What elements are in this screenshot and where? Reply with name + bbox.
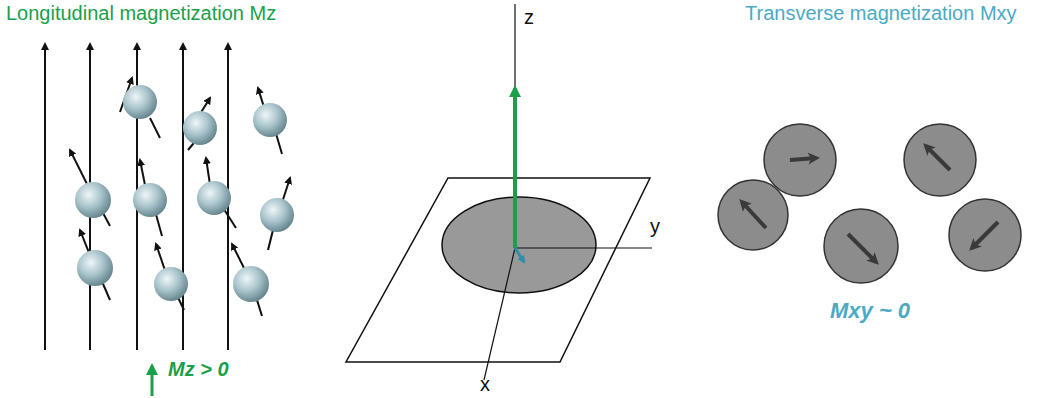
axis-label: z xyxy=(524,6,534,29)
panel-title: Longitudinal magnetization Mz xyxy=(6,2,276,25)
spin-vectors xyxy=(742,146,998,262)
proton-spins xyxy=(70,78,294,316)
dephased-spins xyxy=(718,124,1021,283)
mz-arrow xyxy=(151,366,154,396)
magnetization-value: Mxy ~ 0 xyxy=(830,298,910,324)
panel-title: Transverse magnetization Mxy xyxy=(745,2,1017,25)
coordinate-plane xyxy=(346,4,652,380)
magnetization-value: Mz > 0 xyxy=(168,358,229,381)
axis-label: x xyxy=(480,373,490,396)
axis-label: y xyxy=(650,215,660,238)
